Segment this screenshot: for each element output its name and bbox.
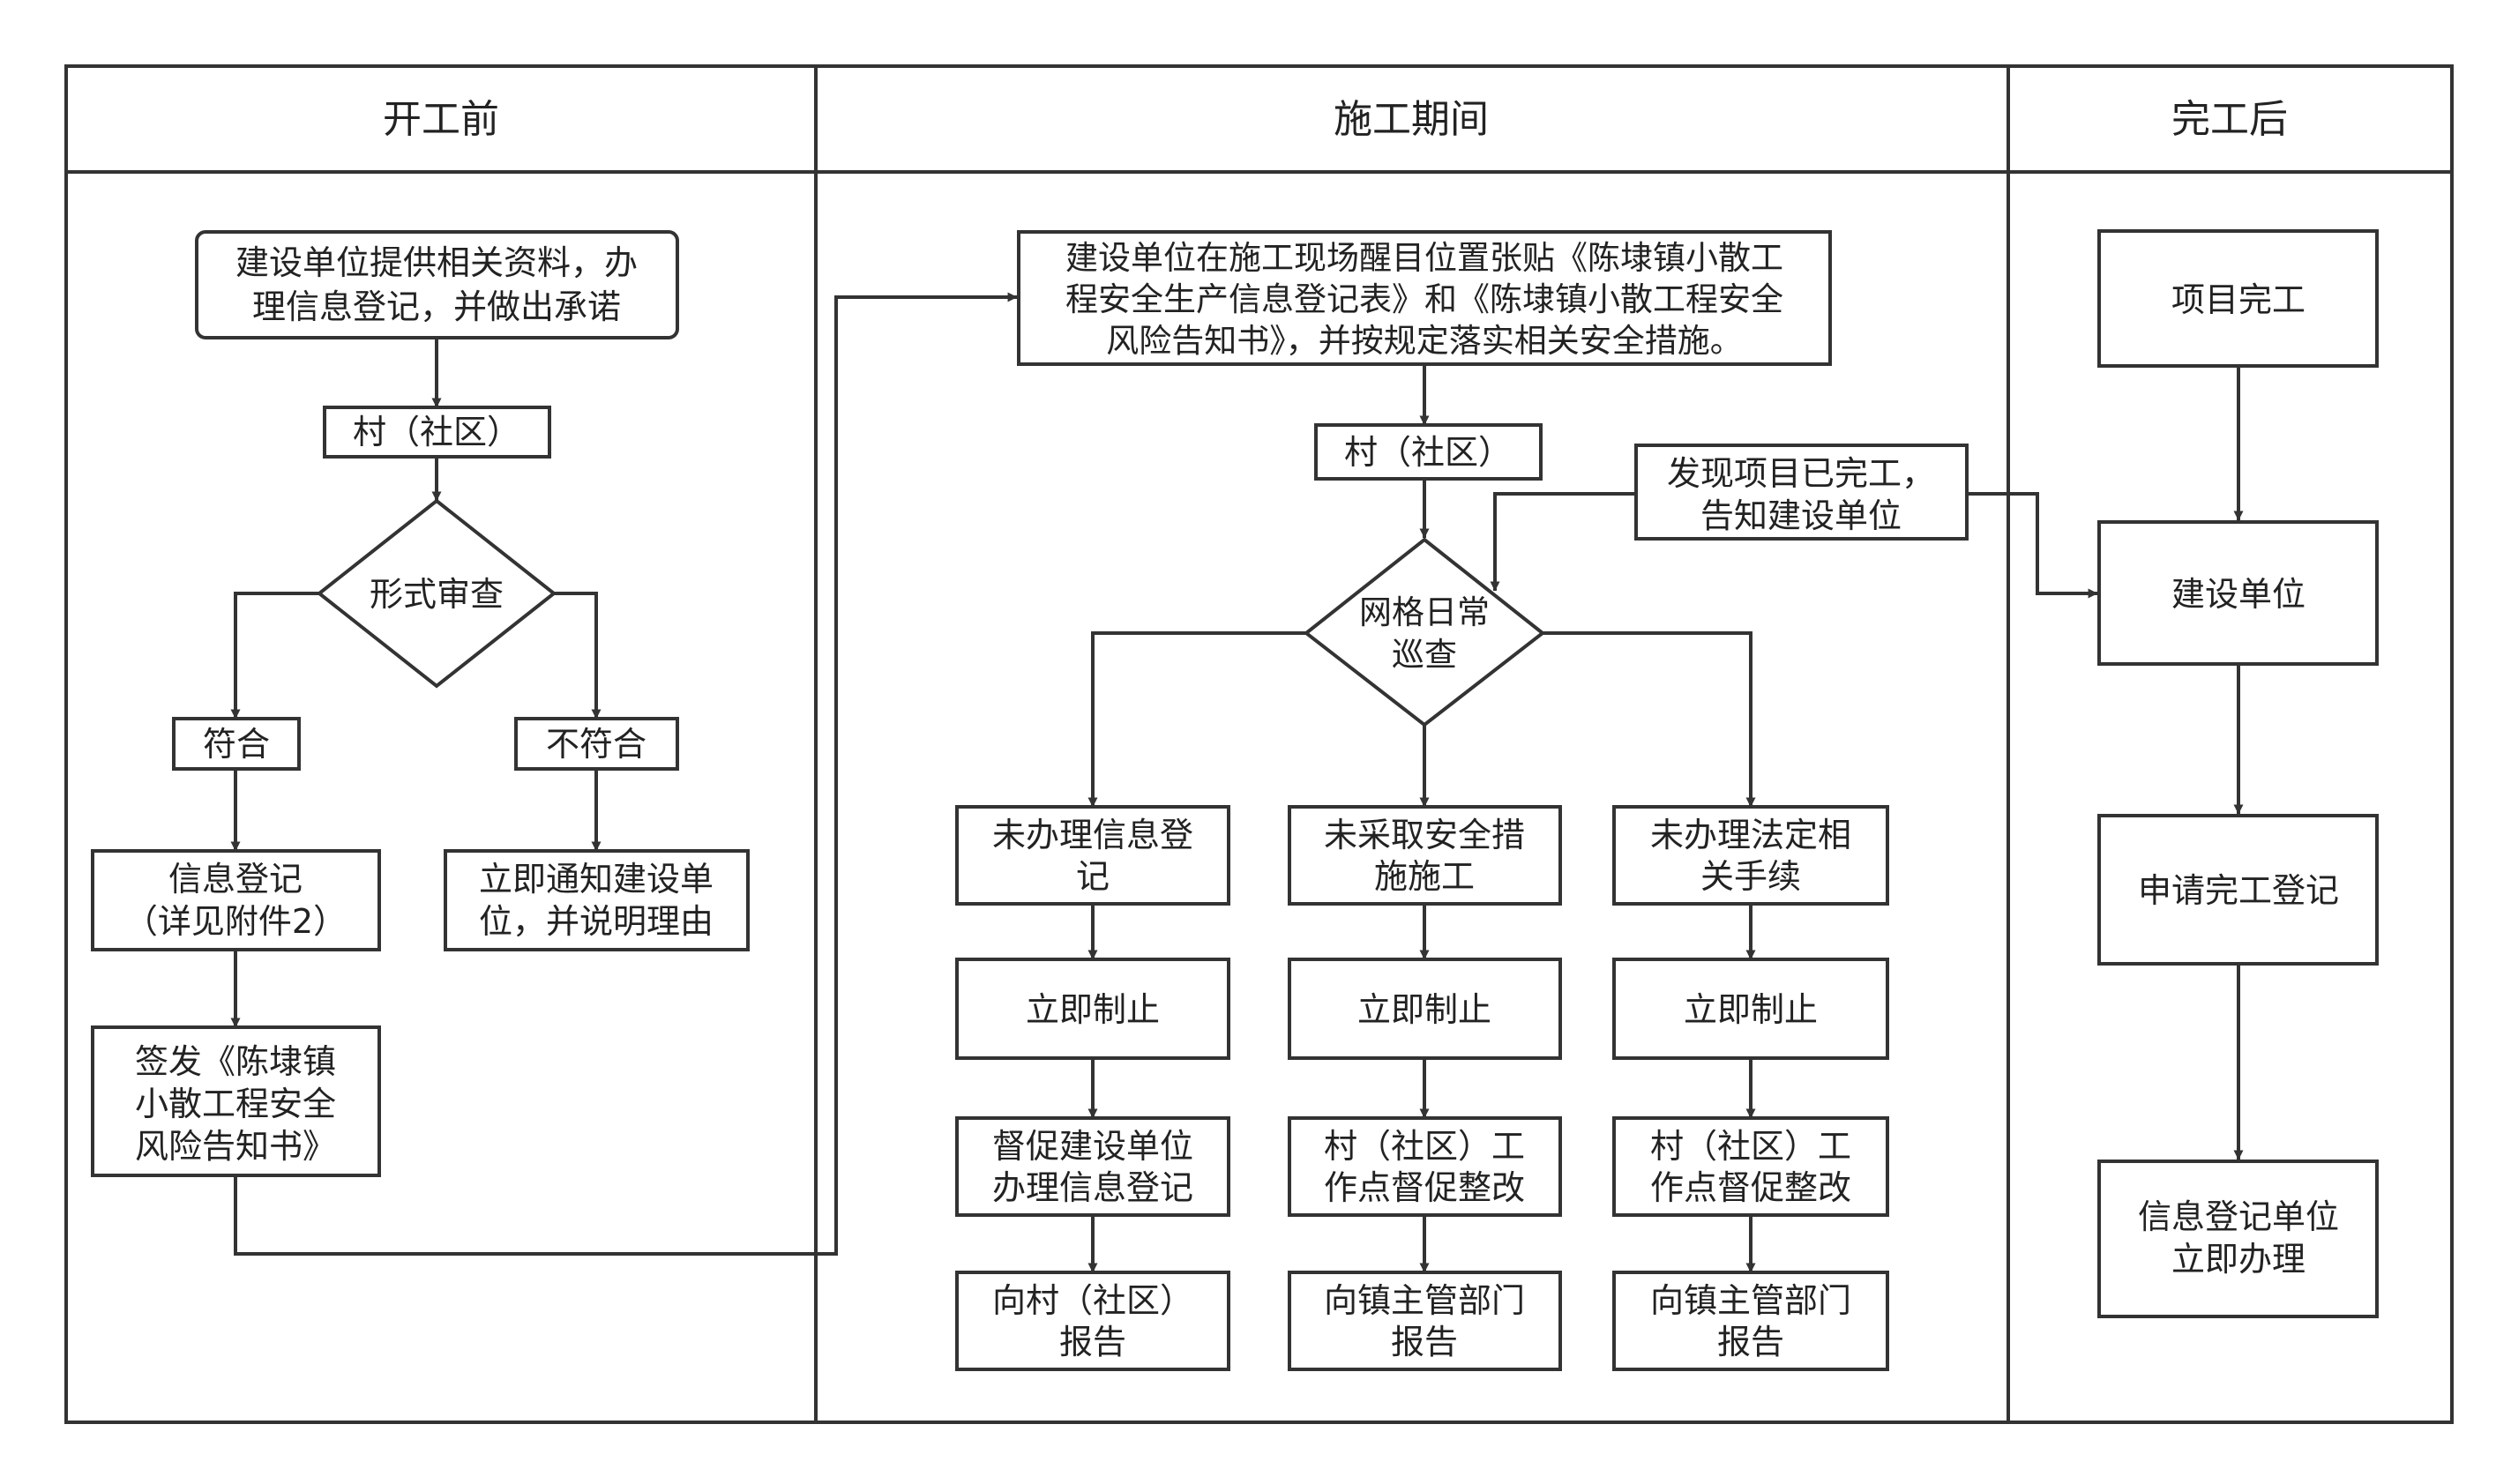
svg-text:向镇主管部门: 向镇主管部门	[1324, 1281, 1525, 1320]
svg-text:村（社区）: 村（社区）	[1344, 433, 1512, 472]
svg-text:村（社区）工: 村（社区）工	[1650, 1127, 1851, 1166]
node-form-check: 形式审查	[316, 498, 557, 689]
arrow-found-builder	[1967, 492, 2098, 599]
node-col2-report: 向镇主管部门 报告	[1288, 1271, 1562, 1371]
svg-text:巡查: 巡查	[1392, 636, 1457, 674]
node-register: 信息登记 （详见附件2）	[91, 849, 381, 951]
svg-text:报告: 报告	[1717, 1323, 1784, 1361]
svg-text:督促建设单位: 督促建设单位	[992, 1127, 1193, 1166]
node-notok: 不符合	[514, 717, 679, 771]
svg-text:立即通知建设单: 立即通知建设单	[479, 860, 714, 899]
swimlane-frame	[64, 64, 2454, 1424]
svg-text:记: 记	[1076, 857, 1110, 896]
svg-text:不符合: 不符合	[546, 725, 646, 764]
svg-text:发现项目已完工，: 发现项目已完工，	[1667, 454, 1935, 493]
node-found-complete: 发现项目已完工， 告知建设单位	[1634, 444, 1969, 541]
svg-text:理信息登记，并做出承诺: 理信息登记，并做出承诺	[252, 287, 621, 326]
node-col3-no-procedure: 未办理法定相 关手续	[1612, 805, 1889, 906]
svg-text:建设单位: 建设单位	[2171, 575, 2305, 614]
svg-text:立即制止: 立即制止	[1684, 990, 1818, 1029]
node-col2-rectify: 村（社区）工 作点督促整改	[1288, 1116, 1562, 1217]
svg-text:村（社区）: 村（社区）	[353, 413, 520, 451]
svg-text:立即制止: 立即制止	[1026, 990, 1160, 1029]
svg-text:告知建设单位: 告知建设单位	[1700, 496, 1902, 535]
node-col1-report: 向村（社区） 报告	[955, 1271, 1230, 1371]
node-post-notice: 建设单位在施工现场醒目位置张贴《陈埭镇小散工 程安全生产信息登记表》和《陈埭镇小…	[1017, 230, 1832, 366]
node-col3-stop: 立即制止	[1612, 958, 1889, 1060]
svg-text:符合: 符合	[203, 725, 270, 764]
svg-text:作点督促整改: 作点督促整改	[1324, 1168, 1525, 1207]
svg-text:未办理法定相: 未办理法定相	[1650, 816, 1851, 854]
node-issue: 签发《陈埭镇 小散工程安全 风险告知书》	[91, 1025, 381, 1177]
svg-text:未采取安全措: 未采取安全措	[1324, 816, 1525, 854]
node-builder: 建设单位	[2097, 520, 2379, 666]
svg-text:（详见附件2）: （详见附件2）	[124, 902, 347, 941]
svg-text:签发《陈埭镇: 签发《陈埭镇	[135, 1042, 336, 1081]
svg-text:风险告知书》: 风险告知书》	[135, 1127, 336, 1166]
svg-text:网格日常: 网格日常	[1359, 593, 1490, 631]
node-col2-no-safety: 未采取安全措 施施工	[1288, 805, 1562, 906]
connectors	[230, 292, 2244, 1273]
svg-text:作点督促整改: 作点督促整改	[1650, 1168, 1851, 1207]
svg-text:小散工程安全: 小散工程安全	[135, 1085, 336, 1123]
node-provide: 建设单位提供相关资料，办 理信息登记，并做出承诺	[195, 230, 679, 339]
lane-title-during: 施工期间	[1334, 97, 1489, 142]
svg-text:向镇主管部门: 向镇主管部门	[1650, 1281, 1851, 1320]
svg-text:村（社区）工: 村（社区）工	[1324, 1127, 1525, 1166]
node-grid-patrol: 网格日常 巡查	[1303, 537, 1546, 727]
svg-text:关手续: 关手续	[1700, 857, 1801, 896]
node-col2-stop: 立即制止	[1288, 958, 1562, 1060]
arrow-patrol-col1	[1087, 631, 1309, 808]
arrow-patrol-col3	[1541, 631, 1756, 808]
svg-text:信息登记单位: 信息登记单位	[2138, 1197, 2339, 1236]
svg-text:位，并说明理由: 位，并说明理由	[479, 902, 714, 941]
svg-text:报告: 报告	[1059, 1323, 1126, 1361]
node-village-during: 村（社区）	[1314, 423, 1543, 481]
svg-text:立即制止: 立即制止	[1357, 990, 1491, 1029]
node-col1-stop: 立即制止	[955, 958, 1230, 1060]
node-col1-no-register: 未办理信息登 记	[955, 805, 1230, 906]
lane-title-post: 完工后	[2171, 97, 2288, 142]
arrow-issue-post	[234, 292, 1018, 1256]
arrow-found-patrol	[1490, 492, 1636, 592]
svg-text:办理信息登记: 办理信息登记	[992, 1168, 1193, 1207]
node-project-done: 项目完工	[2097, 229, 2379, 368]
node-col3-rectify: 村（社区）工 作点督促整改	[1612, 1116, 1889, 1217]
svg-text:施施工: 施施工	[1374, 857, 1475, 896]
svg-text:信息登记: 信息登记	[168, 860, 303, 899]
node-village-pre: 村（社区）	[323, 406, 551, 459]
node-col3-report: 向镇主管部门 报告	[1612, 1271, 1889, 1371]
svg-text:申请完工登记: 申请完工登记	[2138, 871, 2339, 910]
node-apply-completion: 申请完工登记	[2097, 814, 2379, 966]
svg-text:项目完工: 项目完工	[2171, 280, 2305, 319]
arrow-check-notok	[554, 592, 602, 720]
node-col1-urge: 督促建设单位 办理信息登记	[955, 1116, 1230, 1217]
svg-text:向村（社区）: 向村（社区）	[992, 1281, 1193, 1320]
svg-text:未办理信息登: 未办理信息登	[992, 816, 1193, 854]
svg-text:程安全生产信息登记表》和《陈埭镇小散工程安全: 程安全生产信息登记表》和《陈埭镇小散工程安全	[1065, 280, 1783, 318]
svg-text:建设单位提供相关资料，办: 建设单位提供相关资料，办	[235, 243, 638, 282]
svg-text:立即办理: 立即办理	[2171, 1240, 2305, 1279]
svg-text:报告: 报告	[1391, 1323, 1458, 1361]
arrow-check-ok	[230, 592, 319, 720]
node-ok: 符合	[172, 717, 301, 771]
svg-text:风险告知书》，并按规定落实相关安全措施。: 风险告知书》，并按规定落实相关安全措施。	[1106, 322, 1743, 360]
svg-text:建设单位在施工现场醒目位置张贴《陈埭镇小散工: 建设单位在施工现场醒目位置张贴《陈埭镇小散工	[1065, 239, 1783, 277]
lane-post	[2007, 64, 2454, 1424]
svg-text:形式审查: 形式审查	[370, 575, 504, 614]
node-handle: 信息登记单位 立即办理	[2097, 1160, 2379, 1318]
lane-title-pre: 开工前	[383, 97, 499, 142]
node-notify: 立即通知建设单 位，并说明理由	[444, 849, 750, 951]
